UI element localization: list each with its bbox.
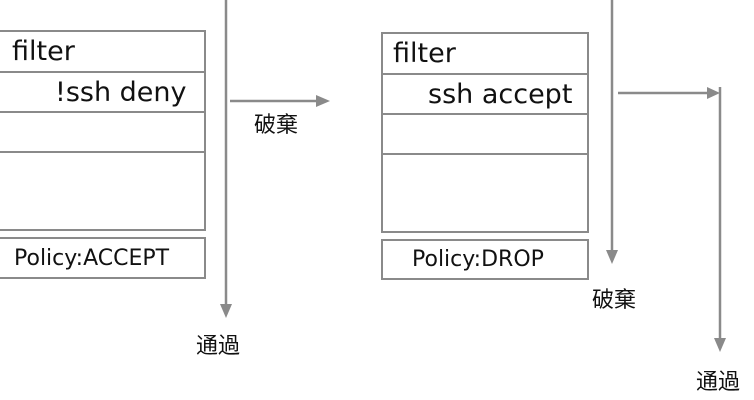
left-chain-title: filter: [12, 36, 75, 67]
left-main-arrowhead: [220, 304, 232, 318]
right-chain-title: filter: [393, 38, 456, 69]
right-main-arrowhead: [606, 250, 618, 264]
left-drop-arrowhead: [316, 95, 330, 107]
right-pass-arrowhead: [714, 338, 726, 352]
right-accept-arrowhead: [707, 87, 720, 99]
left-chain-policy-box: [0, 237, 206, 279]
left-chain-rule: !ssh deny: [55, 77, 187, 108]
right-chain-policy: Policy:DROP: [412, 247, 544, 272]
right-drop-label: 破棄: [592, 288, 637, 313]
left-chain-rule-row: [0, 71, 206, 113]
right-chain-rule: ssh accept: [428, 79, 573, 110]
left-chain-policy: Policy:ACCEPT: [14, 246, 170, 271]
right-pass-label: 通過: [696, 370, 741, 395]
left-pass-label: 通過: [196, 334, 241, 359]
left-drop-label: 破棄: [254, 113, 299, 138]
right-chain-policy-box: [381, 239, 589, 280]
left-chain-empty-row-2: [0, 151, 206, 231]
right-chain-empty-row-2: [381, 153, 589, 233]
